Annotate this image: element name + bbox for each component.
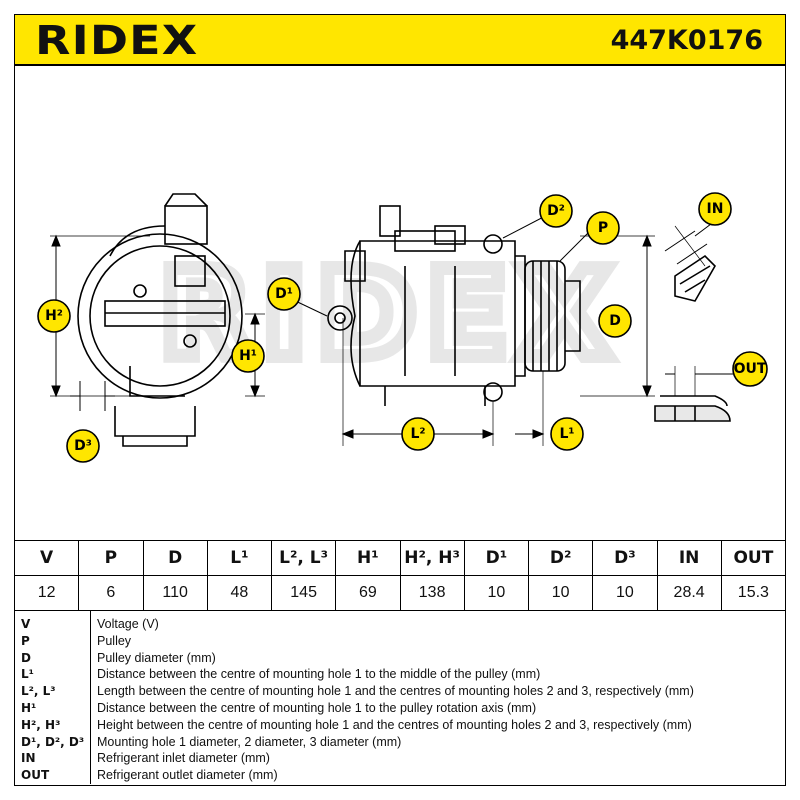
legend: V Voltage (V) P Pulley D Pulley diameter (m… [14, 610, 786, 786]
watermark: RIDEX [159, 246, 620, 385]
spec-value: 6 [78, 575, 144, 611]
side-view [50, 193, 265, 447]
callout-l1: L¹ [550, 417, 584, 451]
legend-row: H¹ Distance between the centre of mountin… [15, 699, 785, 717]
spec-value: 69 [335, 575, 401, 611]
spec-header: D² [527, 540, 594, 576]
legend-row: V Voltage (V) [15, 616, 785, 633]
callout-in: IN [698, 192, 732, 226]
svg-text:D: D [609, 313, 621, 329]
header-bar: RIDEX 447K0176 [14, 14, 786, 66]
spec-value: 15.3 [720, 575, 787, 611]
legend-desc: Length between the centre of mounting ho… [97, 684, 694, 699]
callout-p: P [586, 211, 620, 245]
legend-key: H¹ [15, 699, 91, 717]
legend-desc: Height between the centre of mounting ho… [97, 717, 692, 732]
legend-key: L², L³ [15, 683, 91, 700]
spec-header: H², H³ [399, 540, 465, 576]
spec-value: 12 [13, 575, 80, 611]
legend-key: OUT [15, 767, 91, 784]
outlet-fitting [654, 395, 731, 422]
legend-desc: Distance between the centre of mounting … [97, 667, 541, 682]
front-view [327, 205, 581, 406]
legend-desc: Pulley [97, 633, 132, 648]
spec-header: IN [656, 540, 722, 576]
spec-header: V [13, 540, 80, 576]
svg-text:P: P [598, 220, 608, 236]
legend-row: D¹, D², D³ Mounting hole 1 diameter, 2 di… [15, 733, 785, 751]
legend-row: IN Refrigerant inlet diameter (mm) [15, 750, 785, 768]
spec-value: 145 [270, 575, 337, 611]
legend-key: L¹ [15, 666, 91, 684]
spec-value: 28.4 [656, 575, 722, 611]
svg-text:D¹: D¹ [275, 286, 293, 302]
spec-header-row: V P D L¹ L², L³ H¹ H², H³ D¹ D² D³ IN OU… [13, 540, 787, 576]
legend-key: D [15, 649, 91, 667]
legend-key: IN [15, 750, 91, 768]
legend-desc: Refrigerant inlet diameter (mm) [97, 751, 270, 766]
legend-key: V [15, 616, 91, 633]
svg-text:D³: D³ [74, 438, 92, 454]
spec-value: 10 [527, 575, 594, 611]
spec-value: 138 [399, 575, 465, 611]
legend-key: D¹, D², D³ [15, 733, 91, 751]
part-number: 447K0176 [610, 25, 763, 56]
spec-table: V P D L¹ L², L³ H¹ H², H³ D¹ D² D³ IN OU… [13, 540, 787, 611]
svg-text:D²: D² [547, 203, 565, 219]
legend-row: H², H³ Height between the centre of mount… [15, 716, 785, 734]
callout-d1: D¹ [267, 277, 301, 311]
spec-header: D¹ [463, 540, 530, 576]
callout-h1: H¹ [231, 339, 265, 373]
technical-drawing: RIDEX [37, 192, 768, 463]
spec-header: P [78, 540, 144, 576]
legend-desc: Mounting hole 1 diameter, 2 diameter, 3 … [97, 734, 402, 749]
svg-text:H²: H² [45, 308, 63, 324]
callout-d2: D² [539, 194, 573, 228]
brand-logo: RIDEX [35, 18, 199, 64]
spec-header: OUT [720, 540, 787, 576]
legend-key: P [15, 632, 91, 650]
svg-text:L²: L² [410, 426, 425, 442]
legend-row: P Pulley [15, 632, 785, 650]
spec-value-row: 12 6 110 48 145 69 138 10 10 10 28.4 15.… [13, 575, 787, 611]
legend-desc: Distance between the centre of mounting … [97, 700, 537, 715]
legend-row: OUT Refrigerant outlet diameter (mm) [15, 767, 785, 784]
svg-text:L¹: L¹ [559, 426, 574, 442]
spec-header: L², L³ [270, 540, 337, 576]
callout-h2: H² [37, 299, 71, 333]
svg-text:OUT: OUT [734, 361, 767, 377]
svg-text:IN: IN [707, 201, 724, 217]
spec-header: H¹ [335, 540, 401, 576]
callout-l2: L² [401, 417, 435, 451]
spec-header: D [142, 540, 208, 576]
legend-key: H², H³ [15, 716, 91, 734]
spec-value: 110 [142, 575, 208, 611]
inlet-fitting [674, 254, 716, 302]
callout-out: OUT [732, 351, 768, 387]
callout-d3: D³ [66, 429, 100, 463]
spec-header: D³ [592, 540, 658, 576]
legend-desc: Voltage (V) [97, 617, 159, 631]
spec-value: 10 [463, 575, 530, 611]
spec-header: L¹ [206, 540, 273, 576]
legend-desc: Refrigerant outlet diameter (mm) [97, 768, 278, 783]
spec-value: 10 [592, 575, 658, 611]
legend-row: D Pulley diameter (mm) [15, 649, 785, 667]
callout-d: D [598, 304, 632, 338]
spec-value: 48 [206, 575, 273, 611]
legend-row: L², L³ Length between the centre of mount… [15, 683, 785, 700]
legend-row: L¹ Distance between the centre of mountin… [15, 666, 785, 684]
svg-text:H¹: H¹ [239, 348, 257, 364]
legend-desc: Pulley diameter (mm) [97, 650, 216, 665]
